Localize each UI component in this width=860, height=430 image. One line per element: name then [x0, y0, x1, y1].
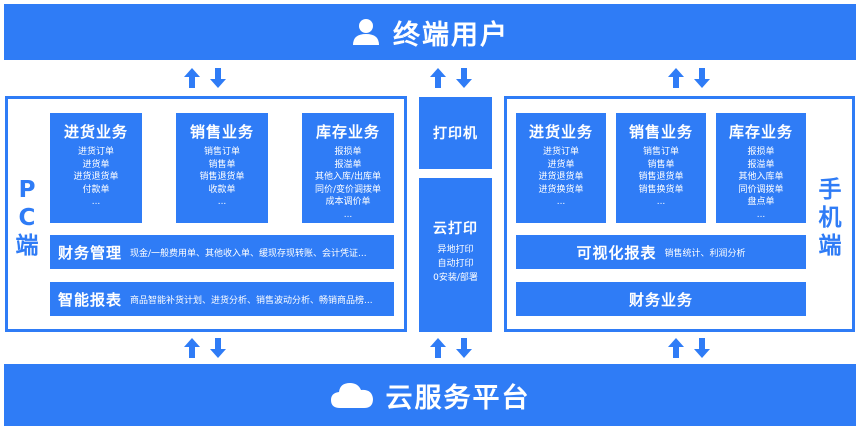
pc-card-sales: 销售业务 销售订单 销售单 销售退货单 收款单 ...: [176, 113, 268, 223]
mobile-label-char: 机: [818, 205, 842, 231]
arrow-up-icon: [430, 338, 446, 358]
card-item: 进货换货单: [538, 184, 584, 195]
arrow-up-icon: [184, 338, 200, 358]
cloud-platform-bar: 云服务平台: [4, 364, 856, 426]
end-user-title: 终端用户: [393, 19, 509, 51]
arrows-bottom-right: [668, 338, 710, 358]
pc-finance-row: 财务管理 现金/一般费用单、其他收入单、缓现存现转账、会计凭证...: [50, 235, 394, 269]
card-item: 销售退货单: [199, 172, 245, 182]
printer-box: 打印机: [419, 97, 492, 169]
card-item: 进货订单: [542, 147, 579, 157]
arrows-top-middle: [430, 68, 472, 88]
card-item: 销售单: [647, 159, 675, 170]
card-item: 成本调价单: [325, 197, 371, 207]
end-user-bar: 终端用户: [4, 4, 856, 60]
arrow-up-icon: [668, 68, 684, 88]
visual-report-desc: 销售统计、利润分析: [664, 248, 746, 259]
card-item: 报溢单: [334, 159, 362, 170]
card-item: 进货单: [82, 159, 110, 170]
cloud-platform-title: 云服务平台: [385, 382, 531, 414]
card-title: 进货业务: [63, 123, 128, 141]
card-item: 收款单: [208, 184, 236, 195]
mobile-label-char: 手: [818, 177, 842, 203]
printer-title: 打印机: [433, 126, 478, 142]
arrows-top-left: [184, 68, 226, 88]
card-item: 进货单: [547, 159, 575, 170]
user-icon: [353, 19, 379, 45]
card-item: 其他入库/出库单: [314, 172, 382, 182]
card-item: 进货退货单: [73, 172, 119, 182]
mobile-visual-report-row: 可视化报表 销售统计、利润分析: [516, 235, 806, 269]
card-item: ...: [556, 197, 566, 207]
card-item: 报溢单: [747, 159, 775, 170]
finance-desc: 现金/一般费用单、其他收入单、缓现存现转账、会计凭证...: [130, 248, 367, 259]
card-item: 付款单: [82, 184, 110, 195]
arrow-down-icon: [210, 68, 226, 88]
arrow-down-icon: [694, 338, 710, 358]
arrows-bottom-left: [184, 338, 226, 358]
arrow-down-icon: [210, 338, 226, 358]
mobile-finance-title: 财务业务: [628, 290, 693, 309]
cloud-print-title: 云打印: [433, 221, 478, 237]
arrows-top-right: [668, 68, 710, 88]
report-title: 智能报表: [58, 290, 123, 309]
card-item: ...: [91, 197, 101, 207]
cloud-print-box: 云打印 异地打印 自动打印 0安装/部署: [419, 178, 492, 332]
pc-card-purchase: 进货业务 进货订单 进货单 进货退货单 付款单 ...: [50, 113, 142, 223]
arrows-bottom-middle: [430, 338, 472, 358]
mobile-card-inventory: 库存业务 报损单 报溢单 其他入库单 同价调拨单 盘点单 ...: [716, 113, 806, 223]
card-item: 同价/变价调拨单: [314, 184, 382, 195]
mobile-label: 手 机 端: [816, 176, 844, 260]
card-title: 库存业务: [315, 123, 380, 141]
card-item: 其他入库单: [738, 172, 784, 182]
mobile-card-sales: 销售业务 销售订单 销售单 销售退货单 销售换货单 ...: [616, 113, 706, 223]
card-item: 盘点单: [747, 197, 775, 207]
cloud-print-item: 异地打印: [437, 245, 474, 255]
card-item: 进货订单: [77, 147, 114, 157]
card-item: 进货退货单: [538, 172, 584, 182]
pc-label: P C 端: [14, 176, 40, 260]
arrow-down-icon: [694, 68, 710, 88]
card-item: ...: [343, 209, 353, 220]
card-item: ...: [217, 197, 227, 207]
cloud-icon: [330, 383, 373, 408]
visual-report-title: 可视化报表: [576, 243, 657, 262]
pc-label-char: P: [18, 177, 36, 203]
arrow-down-icon: [456, 68, 472, 88]
card-title: 进货业务: [528, 123, 593, 141]
card-item: ...: [756, 209, 766, 220]
card-title: 销售业务: [628, 123, 693, 141]
card-item: 销售退货单: [638, 172, 684, 182]
pc-report-row: 智能报表 商品智能补货计划、进货分析、销售波动分析、畅销商品榜...: [50, 282, 394, 316]
pc-card-inventory: 库存业务 报损单 报溢单 其他入库/出库单 同价/变价调拨单 成本调价单 ...: [302, 113, 394, 223]
mobile-card-purchase: 进货业务 进货订单 进货单 进货退货单 进货换货单 ...: [516, 113, 606, 223]
card-title: 销售业务: [189, 123, 254, 141]
card-item: 销售订单: [642, 147, 679, 157]
cloud-print-item: 自动打印: [437, 259, 474, 269]
card-item: 同价调拨单: [738, 184, 784, 195]
arrow-up-icon: [184, 68, 200, 88]
report-desc: 商品智能补货计划、进货分析、销售波动分析、畅销商品榜...: [130, 295, 373, 306]
arrow-down-icon: [456, 338, 472, 358]
arrow-up-icon: [430, 68, 446, 88]
card-item: 报损单: [747, 147, 775, 157]
card-item: 销售单: [208, 159, 236, 170]
card-item: 销售换货单: [638, 184, 684, 195]
cloud-print-item: 0安装/部署: [433, 273, 478, 283]
pc-label-char: 端: [15, 233, 39, 259]
card-item: 报损单: [334, 147, 362, 157]
card-item: 销售订单: [203, 147, 240, 157]
arrow-up-icon: [668, 338, 684, 358]
mobile-finance-row: 财务业务: [516, 282, 806, 316]
finance-title: 财务管理: [58, 243, 123, 262]
pc-label-char: C: [18, 205, 36, 231]
card-title: 库存业务: [728, 123, 793, 141]
card-item: ...: [656, 197, 666, 207]
mobile-label-char: 端: [818, 233, 842, 259]
